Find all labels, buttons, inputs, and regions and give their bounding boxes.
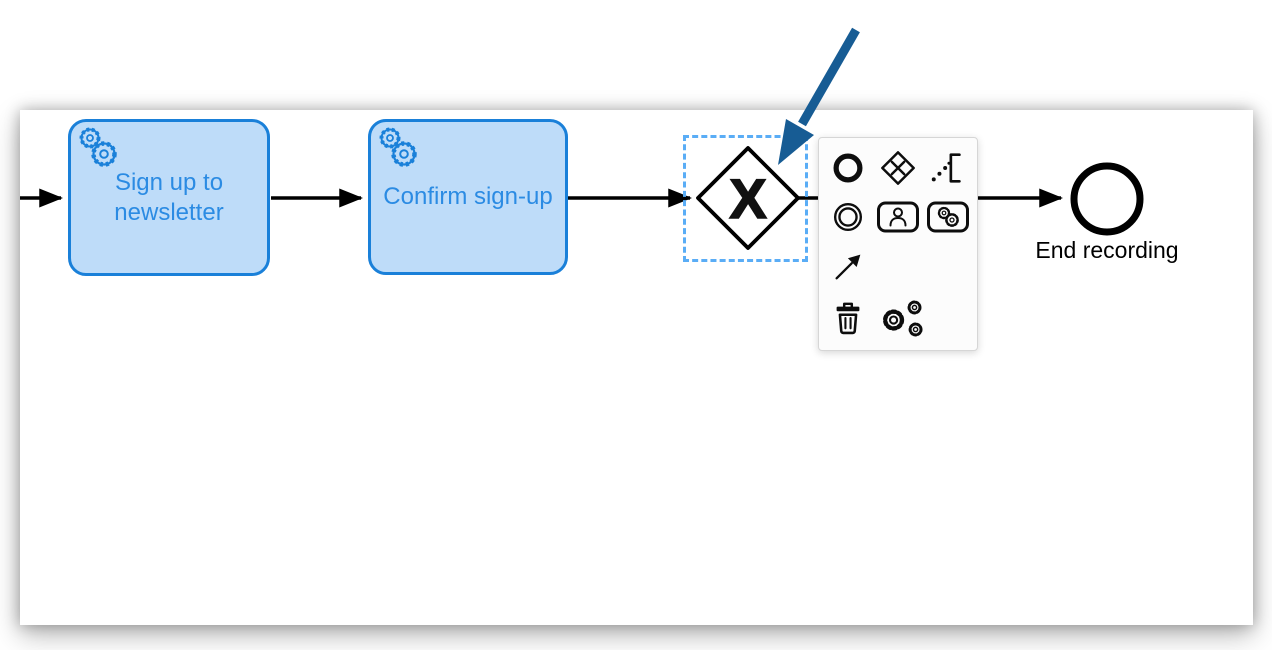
task-confirm-sign-up[interactable]: Confirm sign-up <box>368 119 568 275</box>
delete-element-button[interactable] <box>826 297 870 341</box>
task-label: Sign up to newsletter <box>114 169 224 226</box>
context-pad <box>818 137 978 351</box>
task-sign-up-to-newsletter[interactable]: Sign up to newsletter <box>68 119 270 276</box>
selection-outline <box>683 135 808 262</box>
append-service-task-button[interactable] <box>926 195 970 239</box>
append-text-annotation-button[interactable] <box>926 146 970 190</box>
end-event-icon <box>833 153 863 183</box>
service-task-gears-icon <box>79 127 117 167</box>
connect-arrow-icon <box>835 254 861 280</box>
user-task-icon <box>877 201 919 233</box>
append-end-event-button[interactable] <box>826 146 870 190</box>
diagram-layer: X <box>20 146 1144 250</box>
bpmn-canvas[interactable]: X Sign up to newsletter <box>20 110 1253 625</box>
trash-icon <box>836 302 860 335</box>
append-gateway-button[interactable] <box>876 146 920 190</box>
connect-tool-button[interactable] <box>826 244 870 288</box>
settings-gears-icon <box>882 300 923 337</box>
text-annotation-icon <box>931 153 961 183</box>
end-event[interactable] <box>1070 162 1144 236</box>
task-label: Confirm sign-up <box>383 183 553 211</box>
gateway-icon <box>881 151 915 185</box>
exclusive-gateway[interactable]: X <box>696 146 800 250</box>
append-user-task-button[interactable] <box>876 195 920 239</box>
element-settings-button[interactable] <box>873 297 933 341</box>
service-task-gears-icon <box>379 127 417 167</box>
end-event-label[interactable]: End recording <box>1035 237 1179 263</box>
append-intermediate-event-button[interactable] <box>826 195 870 239</box>
gateway-x-marker: X <box>729 167 766 230</box>
intermediate-event-icon <box>833 202 863 232</box>
service-task-icon <box>927 201 969 233</box>
